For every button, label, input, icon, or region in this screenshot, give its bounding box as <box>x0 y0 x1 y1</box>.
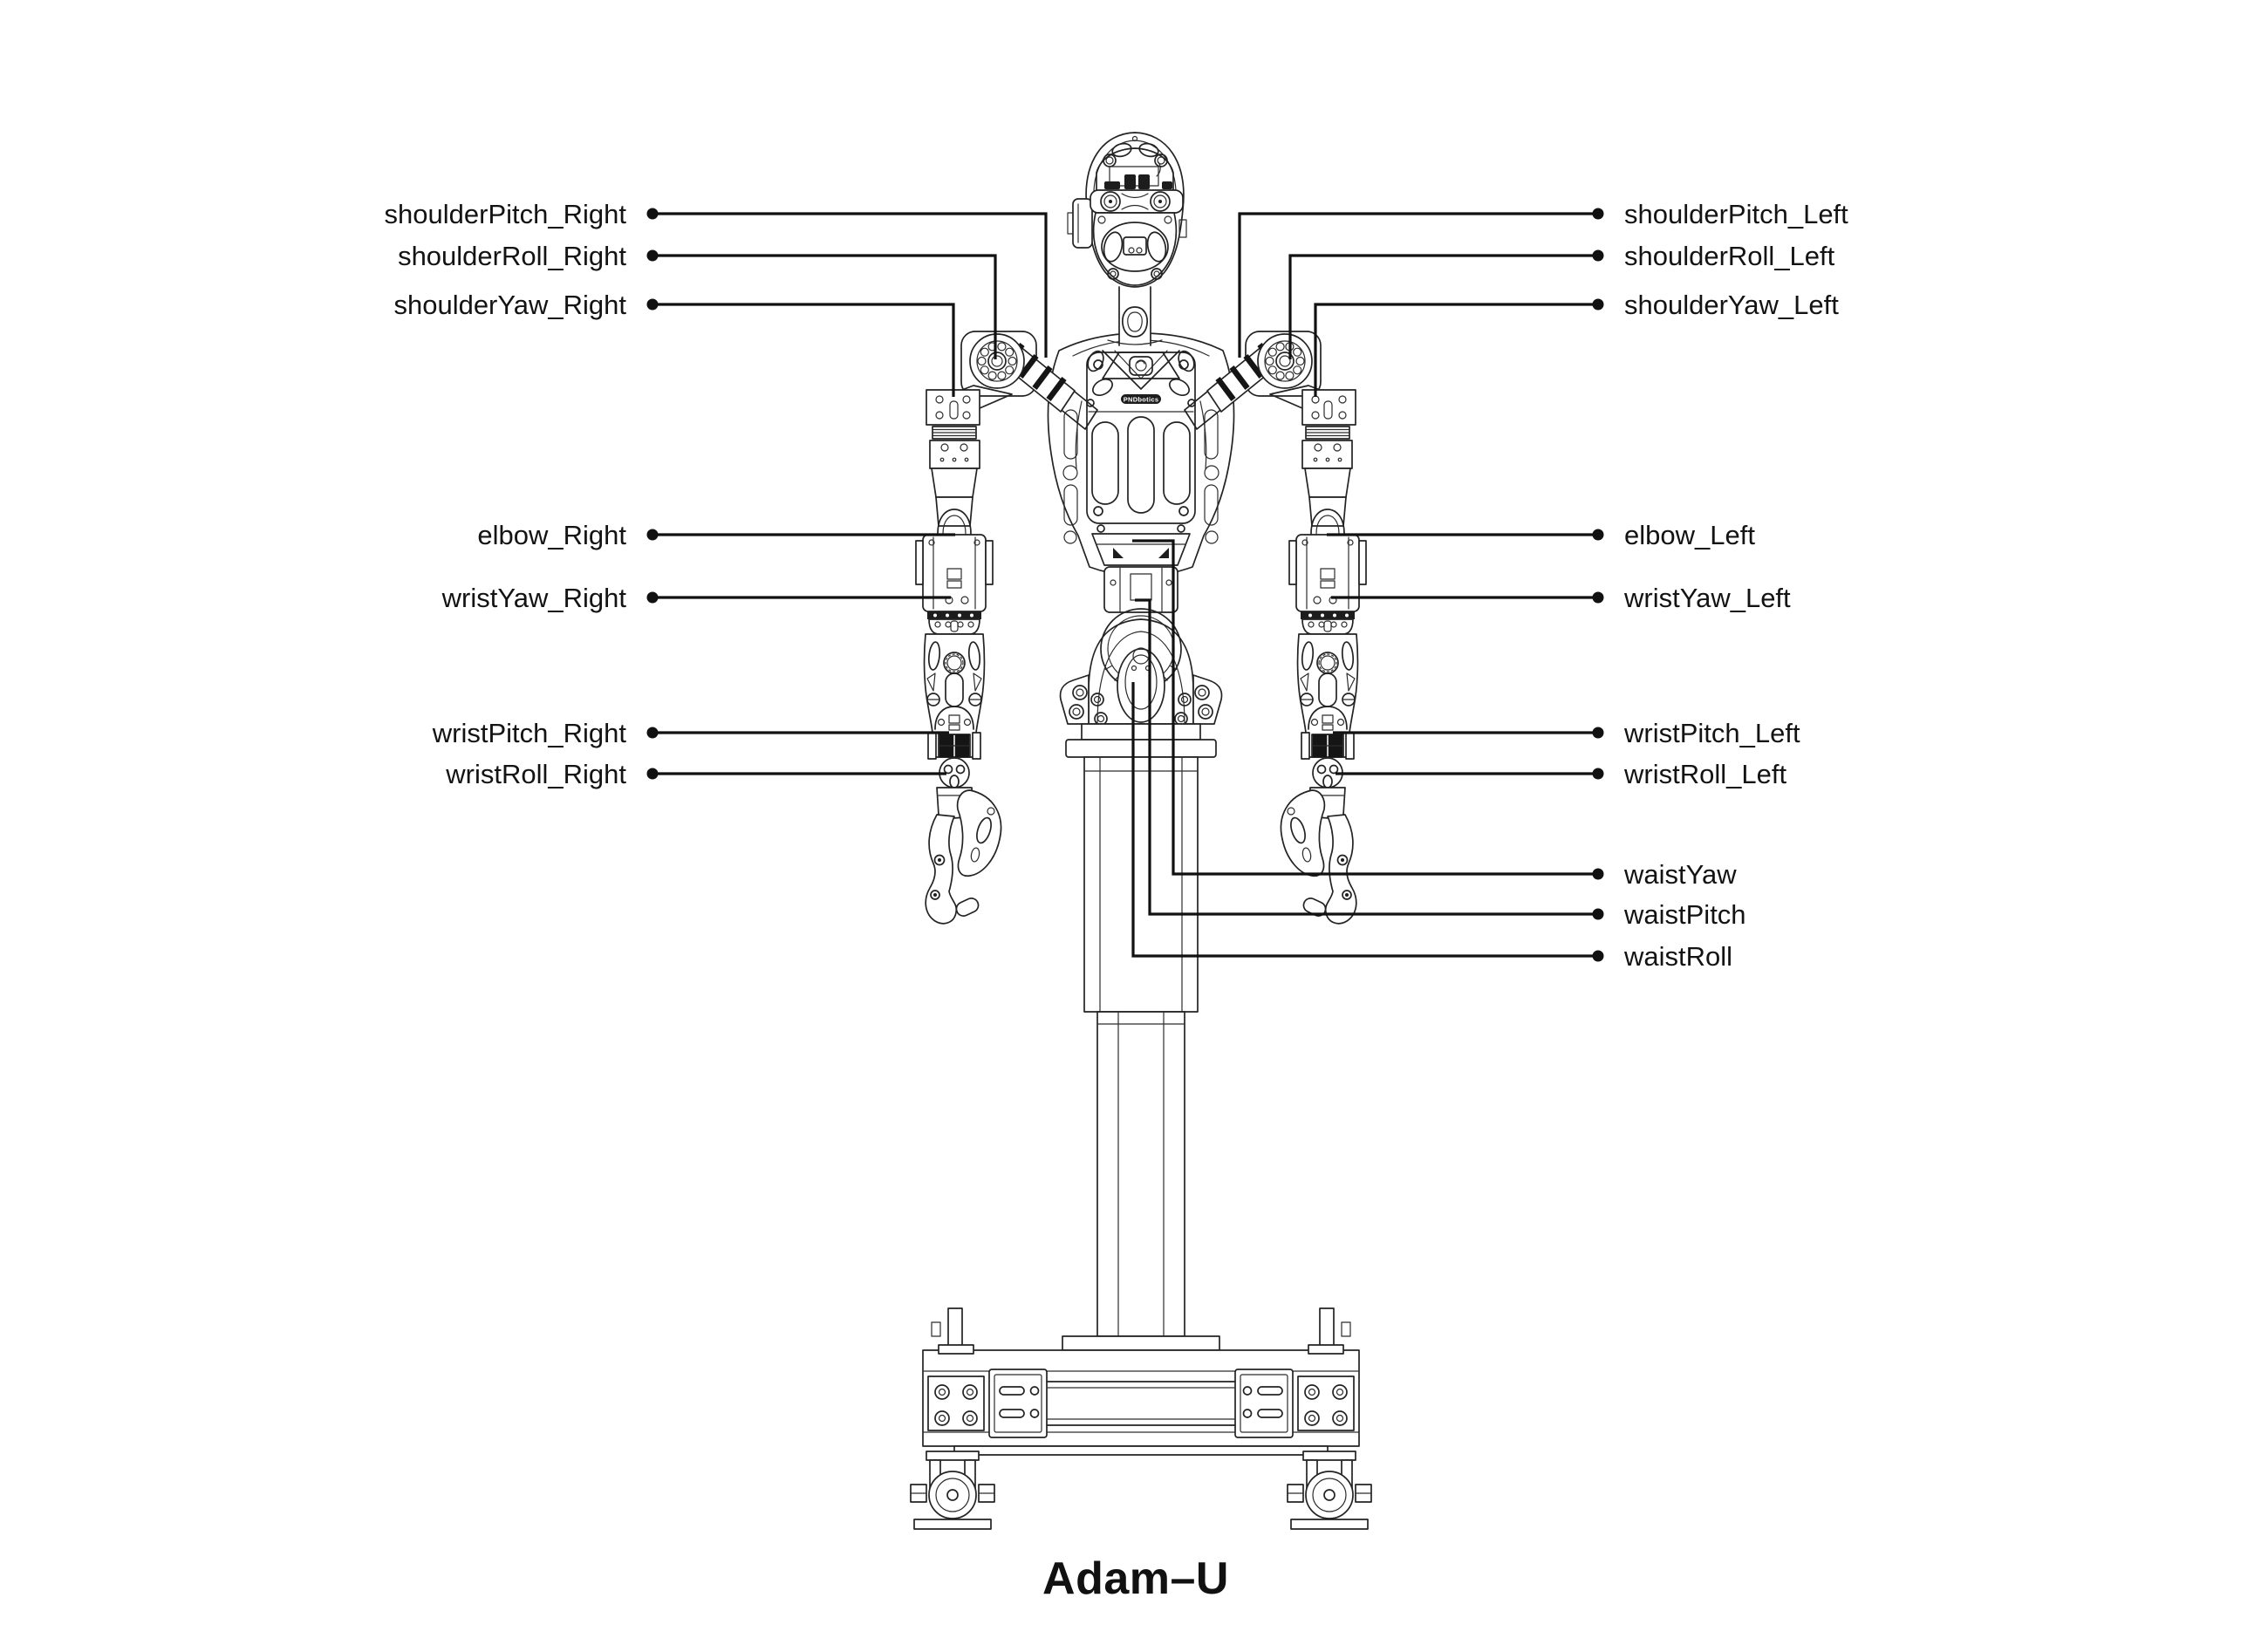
robot-lift-column <box>1062 756 1220 1351</box>
caster-left <box>910 1451 995 1530</box>
label-shoulderpitch-right: shoulderPitch_Right <box>385 199 627 229</box>
leader-lines <box>658 212 1593 958</box>
robot-base <box>910 1307 1372 1530</box>
caster-right <box>1287 1451 1372 1530</box>
joint-labels-left-column: shoulderPitch_Right shoulderRoll_Right s… <box>385 199 627 789</box>
chest-badge-text: PNDbotics <box>1124 396 1159 404</box>
joint-labels-right-column: shoulderPitch_Left shoulderRoll_Left sho… <box>1623 199 1848 972</box>
label-waistyaw: waistYaw <box>1623 859 1737 890</box>
label-wristroll-right: wristRoll_Right <box>445 759 626 789</box>
label-shoulderyaw-right: shoulderYaw_Right <box>393 290 626 320</box>
label-shoulderpitch-left: shoulderPitch_Left <box>1624 199 1848 229</box>
label-shoulderyaw-left: shoulderYaw_Left <box>1624 290 1839 320</box>
label-shoulderroll-left: shoulderRoll_Left <box>1624 241 1835 271</box>
robot-head <box>1067 132 1187 346</box>
label-elbow-right: elbow_Right <box>477 520 626 550</box>
label-elbow-left: elbow_Left <box>1624 520 1755 550</box>
diagram-title: Adam–U <box>1042 1553 1229 1604</box>
robot-waist <box>1059 566 1223 758</box>
label-wristpitch-right: wristPitch_Right <box>432 718 627 748</box>
label-waistroll: waistRoll <box>1623 941 1732 972</box>
label-waistpitch: waistPitch <box>1623 899 1746 930</box>
robot-torso: PNDbotics <box>1047 332 1235 577</box>
label-shoulderroll-right: shoulderRoll_Right <box>398 241 626 271</box>
chest-badge <box>1121 394 1161 404</box>
label-dots <box>646 208 1604 962</box>
label-wristyaw-left: wristYaw_Left <box>1623 583 1791 613</box>
label-wristyaw-right: wristYaw_Right <box>441 583 627 613</box>
label-wristpitch-left: wristPitch_Left <box>1623 718 1800 748</box>
label-wristroll-left: wristRoll_Left <box>1623 759 1786 789</box>
robot-arm-right <box>915 331 1098 925</box>
